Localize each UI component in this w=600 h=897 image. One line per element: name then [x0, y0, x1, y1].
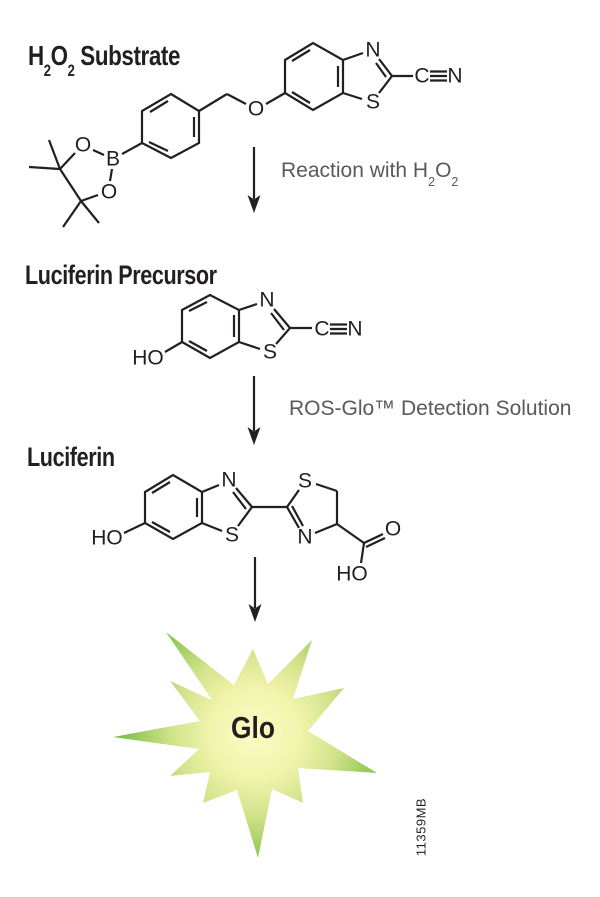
- figure-number-watermark: 11359MB: [413, 797, 429, 857]
- atom-n-icon: N: [447, 65, 462, 88]
- glo-label: Glo: [231, 710, 275, 745]
- precursor-structure: HO N S C N: [132, 289, 362, 370]
- substrate-structure: O B O O N S C N: [28, 39, 463, 228]
- reaction-arrow-2: [247, 376, 261, 445]
- reaction1-label-sub: 2: [428, 174, 436, 189]
- atom-n-icon: N: [365, 39, 380, 62]
- reaction-arrow-1: [247, 147, 261, 213]
- reaction1-label-text: O: [435, 159, 452, 182]
- substrate-title: H2O2 Substrate: [28, 40, 181, 80]
- reaction2-label: ROS-Glo™ Detection Solution: [289, 397, 572, 420]
- precursor-title: Luciferin Precursor: [25, 260, 217, 290]
- atom-b-icon: B: [106, 148, 120, 171]
- substrate-title-sub: 2: [43, 62, 51, 81]
- atom-o-icon: O: [101, 181, 117, 204]
- atom-s-icon: S: [263, 341, 277, 364]
- atom-n-icon: N: [221, 469, 236, 492]
- luciferin-structure: HO N S S N O HO: [91, 469, 401, 586]
- luciferin-title: Luciferin: [27, 442, 115, 472]
- atom-o-icon: O: [248, 98, 264, 121]
- reaction-arrow-3: [248, 557, 262, 622]
- atom-o-icon: O: [75, 134, 91, 157]
- atom-c-icon: C: [414, 65, 429, 88]
- substrate-title-sub: 2: [67, 62, 75, 81]
- atom-n-icon: N: [259, 289, 274, 312]
- atom-s-icon: S: [366, 91, 380, 114]
- reaction1-label: Reaction with H2O2: [281, 159, 458, 188]
- substrate-title-text: H: [28, 40, 44, 71]
- substrate-title-text: Substrate: [74, 40, 181, 71]
- substrate-title-text: O: [50, 40, 68, 71]
- atom-c-icon: C: [314, 318, 329, 341]
- reaction1-label-text: Reaction with H: [281, 159, 429, 182]
- atom-n-icon: N: [347, 318, 362, 341]
- atom-ho-icon: HO: [336, 563, 368, 586]
- atom-s-icon: S: [225, 524, 239, 547]
- atom-s-icon: S: [298, 470, 312, 493]
- reaction1-label-sub: 2: [451, 174, 459, 189]
- atom-ho-icon: HO: [132, 347, 164, 370]
- glow-starburst: [113, 632, 377, 858]
- atom-ho-icon: HO: [91, 527, 123, 550]
- atom-o-icon: O: [385, 518, 401, 541]
- atom-n-icon: N: [297, 526, 312, 549]
